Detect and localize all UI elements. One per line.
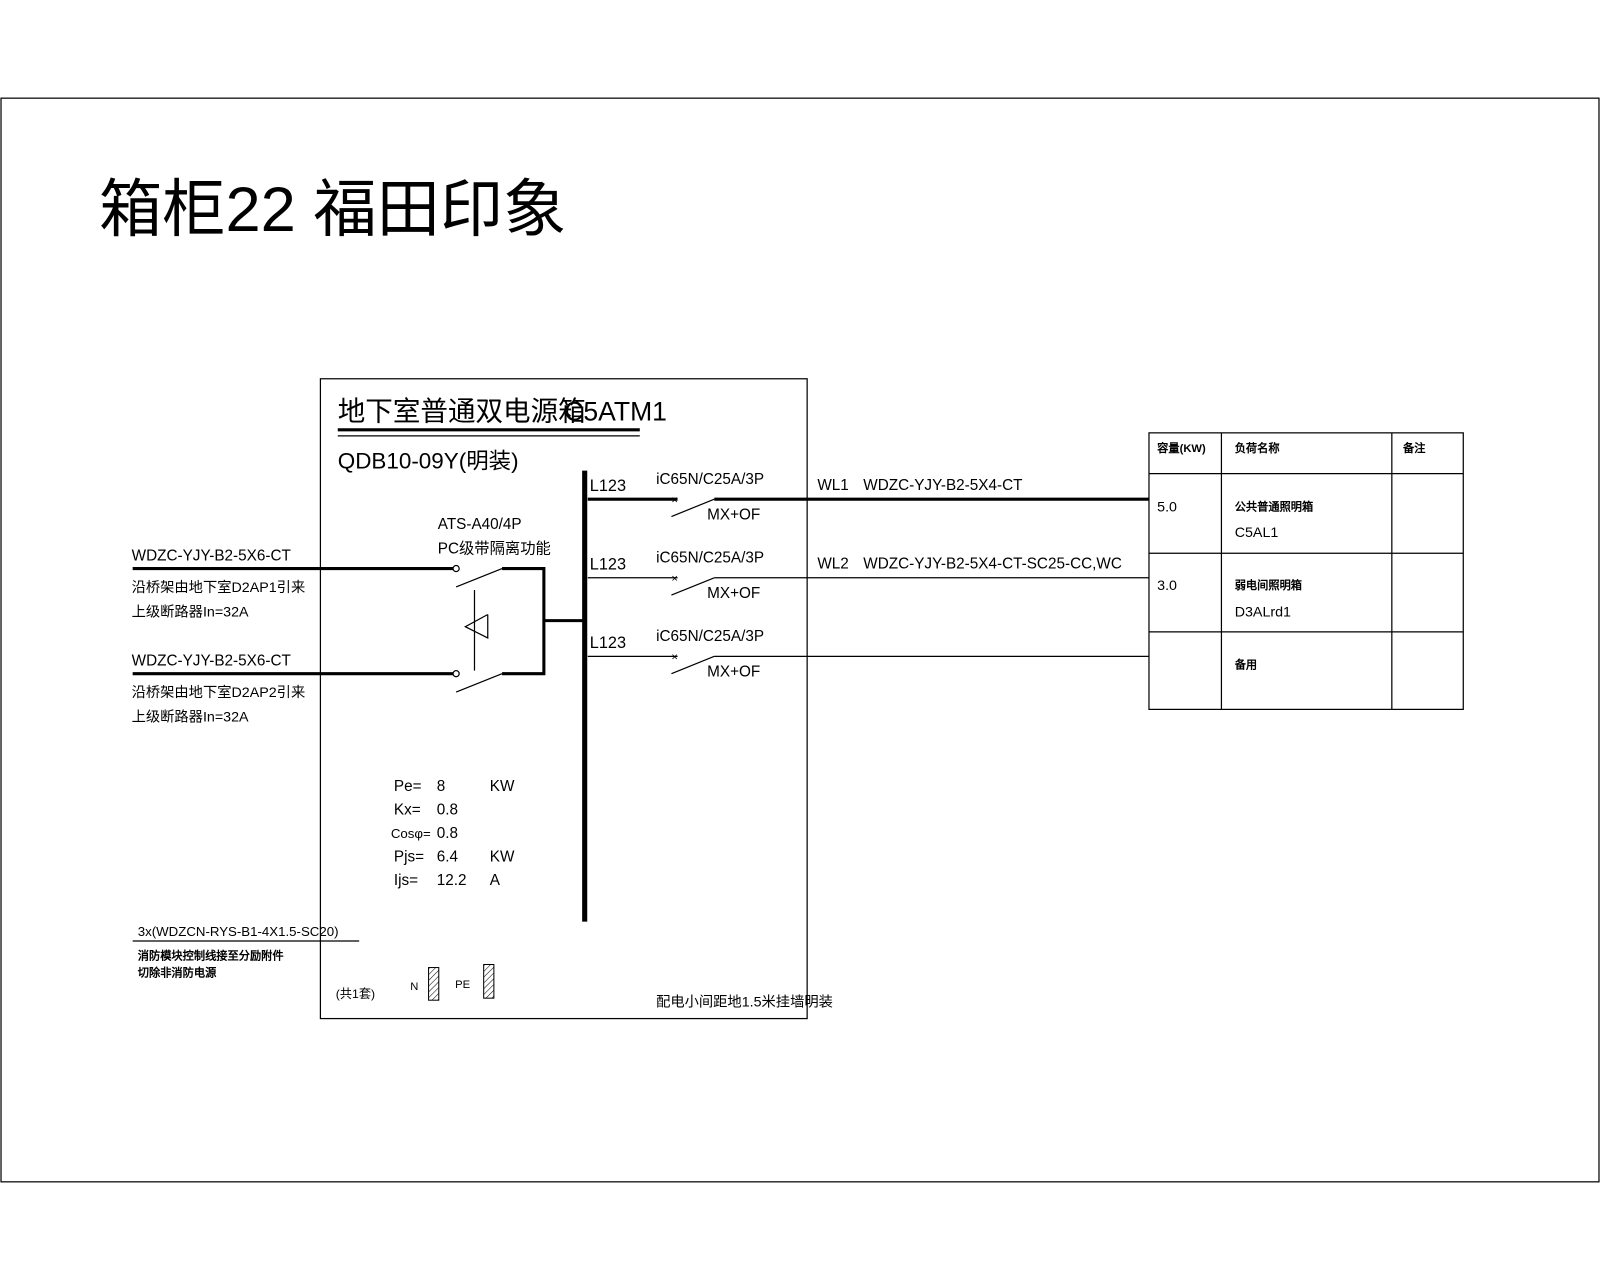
- param-unit: KW: [490, 778, 515, 795]
- incoming-source: 沿桥架由地下室D2AP1引来: [132, 579, 306, 596]
- incoming-cable: WDZC-YJY-B2-5X6-CT: [132, 653, 291, 670]
- incoming-source: 沿桥架由地下室D2AP2引来: [132, 684, 306, 701]
- n-label: N: [410, 981, 418, 993]
- ats-note: PC级带隔离功能: [438, 540, 551, 557]
- table-header: 容量(KW): [1156, 441, 1206, 455]
- param-value: 12.2: [437, 872, 467, 889]
- drawing-title: 箱柜22 福田印象: [99, 175, 566, 245]
- param-label: Cosφ=: [391, 826, 431, 841]
- pe-terminal-bar: [483, 963, 495, 999]
- interlock-triangle-icon: [463, 613, 489, 639]
- feeder-phase: L123: [590, 477, 626, 495]
- drawing-frame: [0, 97, 1600, 1183]
- pe-label: PE: [455, 979, 470, 991]
- feeder-accessory: MX+OF: [707, 585, 760, 602]
- ats-model: ATS-A40/4P: [438, 516, 522, 533]
- table-cell-name: 公共普通照明箱: [1235, 499, 1314, 513]
- table-cell-code: C5AL1: [1235, 525, 1279, 541]
- breaker-x-icon: ×: [671, 494, 678, 506]
- param-label: Kx=: [394, 801, 421, 818]
- feeder-accessory: MX+OF: [707, 507, 760, 524]
- breaker-x-icon: ×: [671, 573, 678, 585]
- feeder-circuit: WL2: [817, 556, 848, 573]
- table-cell-capacity: 5.0: [1157, 499, 1177, 515]
- panel-model: QDB10-09Y(明装): [338, 449, 519, 474]
- n-terminal-bar: [428, 967, 440, 1001]
- table-cell-code: D3ALrd1: [1235, 605, 1291, 621]
- table-header: 备注: [1402, 441, 1426, 455]
- panel-name: 地下室普通双电源箱: [338, 396, 586, 427]
- param-value: 6.4: [437, 848, 459, 865]
- table-cell-name: 备用: [1234, 658, 1257, 672]
- panel-code: C5ATM1: [564, 397, 667, 427]
- fire-control-note: 3x(WDZCN-RYS-B1-4X1.5-SC20) 消防模块控制线接至分励附…: [132, 924, 360, 980]
- load-parameters: Pe= 8 KW Kx= 0.8 Cosφ= 0.8 Pjs= 6.4 KW I…: [391, 778, 515, 889]
- table-cell-capacity: 3.0: [1157, 578, 1177, 594]
- param-unit: KW: [490, 848, 515, 865]
- feeder-phase: L123: [590, 556, 626, 574]
- install-note: 配电小间距地1.5米挂墙明装: [656, 993, 833, 1010]
- param-value: 8: [437, 778, 446, 795]
- distribution-panel: 地下室普通双电源箱 C5ATM1 QDB10-09Y(明装) ATS-A40/4…: [132, 378, 1149, 1020]
- feeder-phase: L123: [590, 634, 626, 652]
- ats-switch-symbol: [132, 564, 585, 693]
- incoming-upstream: 上级断路器In=32A: [132, 709, 249, 726]
- param-label: Pjs=: [394, 848, 424, 865]
- param-value: 0.8: [437, 825, 458, 842]
- param-label: Ijs=: [394, 872, 418, 889]
- param-value: 0.8: [437, 801, 458, 818]
- incoming-upstream: 上级断路器In=32A: [132, 604, 249, 621]
- feeder-circuit: WL1: [817, 477, 848, 494]
- feeder-spare: L123 iC65N/C25A/3P MX+OF ×: [587, 628, 1149, 681]
- quantity: (共1套): [336, 987, 375, 1001]
- panel-outline: [319, 378, 808, 1020]
- load-table: 容量(KW) 负荷名称 备注 5.0 公共普通照明箱 C5AL1 3.0 弱电间…: [1148, 432, 1464, 711]
- incoming-labels: WDZC-YJY-B2-5X6-CT 沿桥架由地下室D2AP1引来 上级断路器I…: [132, 547, 306, 725]
- feeder-cable: WDZC-YJY-B2-5X4-CT-SC25-CC,WC: [863, 556, 1122, 573]
- feeder-accessory: MX+OF: [707, 664, 760, 681]
- feeder-wl2: L123 iC65N/C25A/3P MX+OF × WL2 WDZC-YJY-…: [587, 549, 1149, 602]
- param-unit: A: [490, 872, 501, 889]
- feeder-wl1: L123 iC65N/C25A/3P MX+OF × WL1 WDZC-YJY-…: [587, 471, 1149, 524]
- table-cell-name: 弱电间照明箱: [1235, 578, 1302, 592]
- feeder-cable: WDZC-YJY-B2-5X4-CT: [863, 477, 1022, 494]
- fire-control-cable: 3x(WDZCN-RYS-B1-4X1.5-SC20): [138, 924, 339, 939]
- param-label: Pe=: [394, 778, 422, 795]
- feeder-breaker: iC65N/C25A/3P: [656, 471, 764, 488]
- breaker-x-icon: ×: [671, 651, 678, 663]
- incoming-cable: WDZC-YJY-B2-5X6-CT: [132, 547, 291, 564]
- table-header: 负荷名称: [1235, 441, 1281, 455]
- feeder-breaker: iC65N/C25A/3P: [656, 549, 764, 566]
- fire-control-note1: 消防模块控制线接至分励附件: [138, 948, 284, 962]
- fire-control-note2: 切除非消防电源: [138, 966, 217, 980]
- feeder-breaker: iC65N/C25A/3P: [656, 628, 764, 645]
